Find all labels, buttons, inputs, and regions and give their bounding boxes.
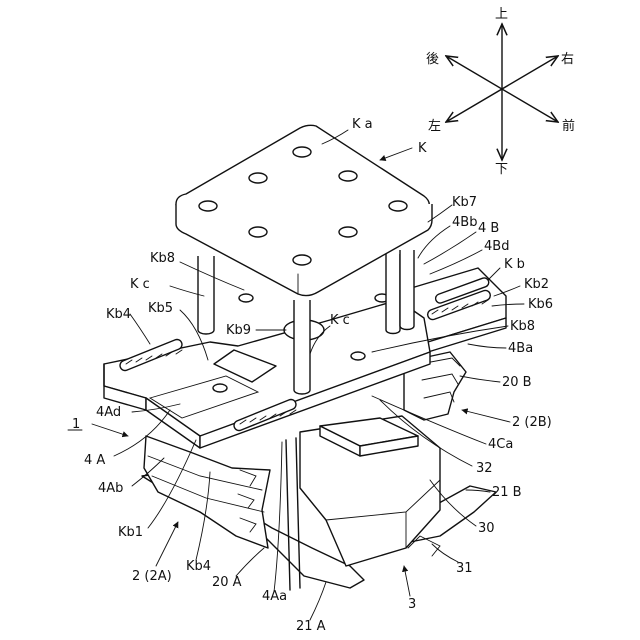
- label-kb8-top: Kb8: [150, 251, 175, 266]
- label-32: 32: [476, 461, 493, 476]
- label-kb: K b: [504, 257, 525, 272]
- label-21b: 21 B: [492, 485, 522, 500]
- label-3: 3: [408, 597, 416, 612]
- label-4b: 4 B: [478, 221, 499, 236]
- label-30: 30: [478, 521, 495, 536]
- label-kb9: Kb9: [226, 323, 251, 338]
- label-kb2: Kb2: [524, 277, 549, 292]
- direction-right: 右: [561, 52, 574, 67]
- label-21a: 21 A: [296, 619, 326, 634]
- direction-left: 左: [428, 119, 441, 134]
- label-kb4-bottom: Kb4: [186, 559, 211, 574]
- label-kb8-right: Kb8: [510, 319, 535, 334]
- label-4ad: 4Ad: [96, 405, 121, 420]
- label-kb5: Kb5: [148, 301, 173, 316]
- label-kb7: Kb7: [452, 195, 477, 210]
- direction-front: 前: [562, 118, 575, 134]
- label-kc-mid: K c: [330, 313, 350, 328]
- label-31: 31: [456, 561, 473, 576]
- direction-indicator: 上 下 後 右 左 前: [426, 7, 575, 177]
- label-4bb: 4Bb: [452, 215, 477, 230]
- label-4bd: 4Bd: [484, 239, 509, 254]
- label-4aa: 4Aa: [262, 589, 287, 604]
- label-kb6: Kb6: [528, 297, 553, 312]
- label-4ba: 4Ba: [508, 341, 533, 356]
- label-2-2b: 2 (2B): [512, 415, 552, 430]
- label-kb4-left: Kb4: [106, 307, 131, 322]
- label-kc-left: K c: [130, 277, 150, 292]
- direction-back: 後: [426, 52, 439, 67]
- direction-up: 上: [495, 7, 508, 22]
- label-ka: K a: [352, 117, 373, 132]
- label-4ca: 4Ca: [488, 437, 513, 452]
- direction-down: 下: [495, 162, 508, 177]
- label-kb1: Kb1: [118, 525, 143, 540]
- label-20a: 20 A: [212, 575, 242, 590]
- label-k: K: [418, 141, 427, 156]
- label-4a: 4 A: [84, 453, 105, 468]
- label-2-2a: 2 (2A): [132, 569, 172, 584]
- label-4ab: 4Ab: [98, 481, 123, 496]
- label-20b: 20 B: [502, 375, 532, 390]
